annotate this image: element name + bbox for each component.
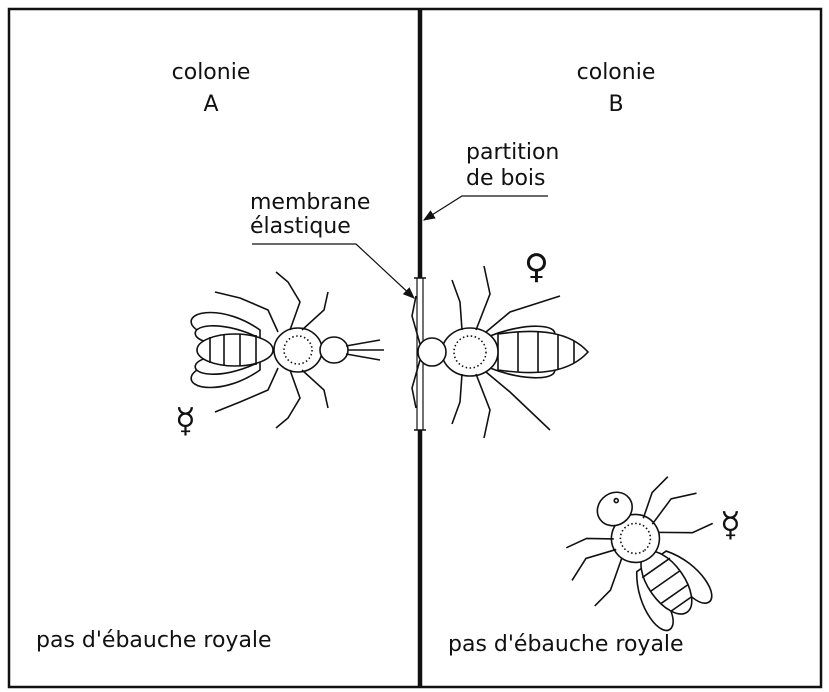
worker-bee-icon	[543, 452, 751, 659]
colony-a-title: colonie	[172, 62, 251, 84]
colony-b-title: colonie	[577, 62, 656, 84]
partition-leader-line	[424, 196, 548, 220]
membrane-leader-line	[252, 244, 414, 298]
partition-label-line1: partition	[466, 142, 559, 164]
colony-a-letter: A	[203, 94, 218, 116]
colony-b-letter: B	[608, 94, 623, 116]
worker-bee-icon	[191, 272, 384, 428]
membrane-label-line1: membrane	[250, 192, 370, 214]
worker-symbol-a: ☿	[175, 404, 196, 438]
worker-symbol-b: ☿	[720, 508, 741, 542]
membrane-label-line2: élastique	[250, 216, 351, 238]
queen-symbol: ♀	[524, 250, 549, 284]
partition-label-line2: de bois	[466, 168, 546, 190]
colony-a-footer: pas d'ébauche royale	[36, 630, 272, 652]
colony-b-footer: pas d'ébauche royale	[448, 634, 684, 656]
queen-bee-icon	[412, 266, 588, 438]
